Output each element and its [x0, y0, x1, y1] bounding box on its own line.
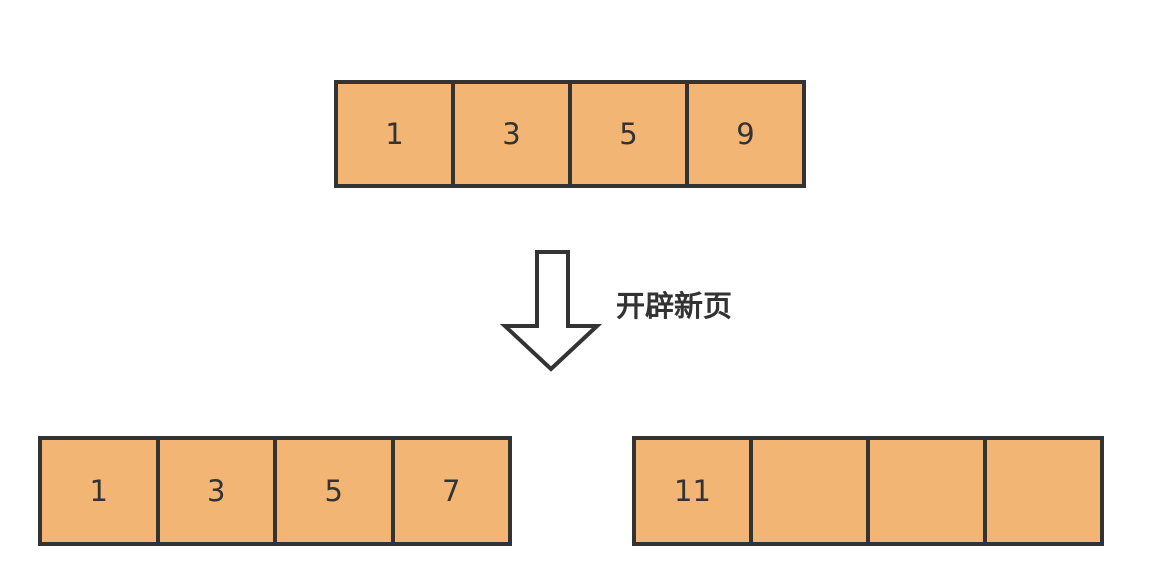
page-cell: 1 [385, 117, 404, 151]
new-page-right: 11 [632, 436, 1104, 546]
page-cell: 3 [155, 440, 274, 542]
page-cell-empty [866, 440, 983, 542]
page-cell: 5 [568, 84, 685, 184]
page-cell: 1 [89, 474, 108, 508]
page-cell: 3 [451, 84, 568, 184]
original-page: 1 3 5 9 [334, 80, 806, 188]
page-cell-empty [749, 440, 866, 542]
page-cell: 9 [685, 84, 802, 184]
down-arrow-icon [500, 250, 602, 372]
page-cell-empty [983, 440, 1100, 542]
page-cell: 5 [273, 440, 391, 542]
split-caption: 开辟新页 [616, 289, 733, 323]
page-cell: 11 [674, 474, 711, 508]
split-page-left: 1 3 5 7 [38, 436, 512, 546]
page-cell: 7 [390, 440, 509, 542]
